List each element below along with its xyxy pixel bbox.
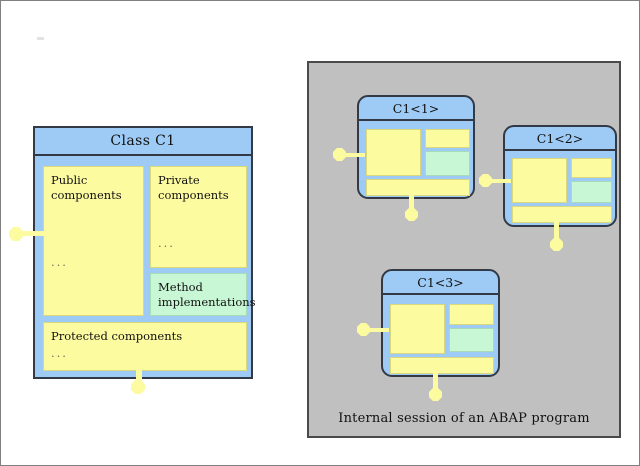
class-bottom-connector-knob-icon <box>130 361 148 395</box>
instance-method-slot <box>449 328 494 352</box>
class-box-c1: Class C1 Public components ... Private c… <box>33 126 256 379</box>
instance-private-slot <box>425 129 470 148</box>
connector-stem <box>554 221 559 241</box>
instance-protected-slot <box>512 206 612 223</box>
instance-2-left-connector-knob-icon <box>479 174 511 188</box>
instance-title: C1<2> <box>505 127 615 151</box>
internal-session-panel: C1<1> C1<2> <box>307 61 621 438</box>
connector-stem <box>23 231 51 236</box>
connector-stem <box>369 328 389 332</box>
connector-head <box>405 208 418 221</box>
connector-head <box>333 148 346 161</box>
instance-1-left-connector-knob-icon <box>333 148 365 162</box>
public-components-cell: Public components ... <box>43 166 144 316</box>
instance-protected-slot <box>366 179 470 196</box>
instance-box-c1-3: C1<3> <box>381 269 500 377</box>
connector-head <box>357 323 370 336</box>
private-components-continuation: ... <box>158 236 175 250</box>
instance-title: C1<1> <box>359 97 473 121</box>
instance-protected-slot <box>390 357 494 374</box>
artifact-speck <box>37 37 44 40</box>
instance-3-bottom-connector-knob-icon <box>428 371 444 403</box>
instance-method-slot <box>571 181 612 203</box>
public-components-line1: Public <box>51 173 88 187</box>
instance-private-slot <box>571 158 612 178</box>
method-implementations-line2: implementations <box>158 295 256 309</box>
method-implementations-cell: Method implementations <box>150 273 256 316</box>
instance-box-c1-1: C1<1> <box>357 95 475 199</box>
protected-components-line1: Protected components <box>51 329 183 343</box>
instance-public-slot <box>390 304 445 354</box>
instance-1-bottom-connector-knob-icon <box>404 193 420 223</box>
connector-head <box>550 238 563 251</box>
session-caption: Internal session of an ABAP program <box>338 411 590 426</box>
instance-3-left-connector-knob-icon <box>357 323 389 337</box>
instance-title: C1<3> <box>383 271 498 295</box>
private-components-line2: components <box>158 188 229 202</box>
public-components-line2: components <box>51 188 122 202</box>
connector-stem <box>491 179 511 183</box>
method-implementations-line1: Method <box>158 280 203 294</box>
connector-stem <box>345 153 365 157</box>
instance-public-slot <box>512 158 567 203</box>
public-components-continuation: ... <box>51 255 68 269</box>
protected-components-continuation: ... <box>51 346 68 360</box>
instance-box-c1-2: C1<2> <box>503 125 617 227</box>
instance-2-bottom-connector-knob-icon <box>549 221 565 253</box>
connector-head <box>9 227 23 241</box>
connector-stem <box>136 361 142 383</box>
connector-head <box>479 174 492 187</box>
connector-stem <box>409 193 414 211</box>
class-title: Class C1 <box>35 128 251 156</box>
protected-components-cell: Protected components ... <box>43 322 247 371</box>
connector-head <box>131 380 145 394</box>
instance-public-slot <box>366 129 421 176</box>
connector-head <box>429 388 442 401</box>
instance-private-slot <box>449 304 494 325</box>
private-components-cell: Private components ... <box>150 166 247 268</box>
instance-method-slot <box>425 151 470 176</box>
class-left-connector-knob-icon <box>9 226 51 242</box>
connector-stem <box>433 371 438 391</box>
private-components-line1: Private <box>158 173 200 187</box>
